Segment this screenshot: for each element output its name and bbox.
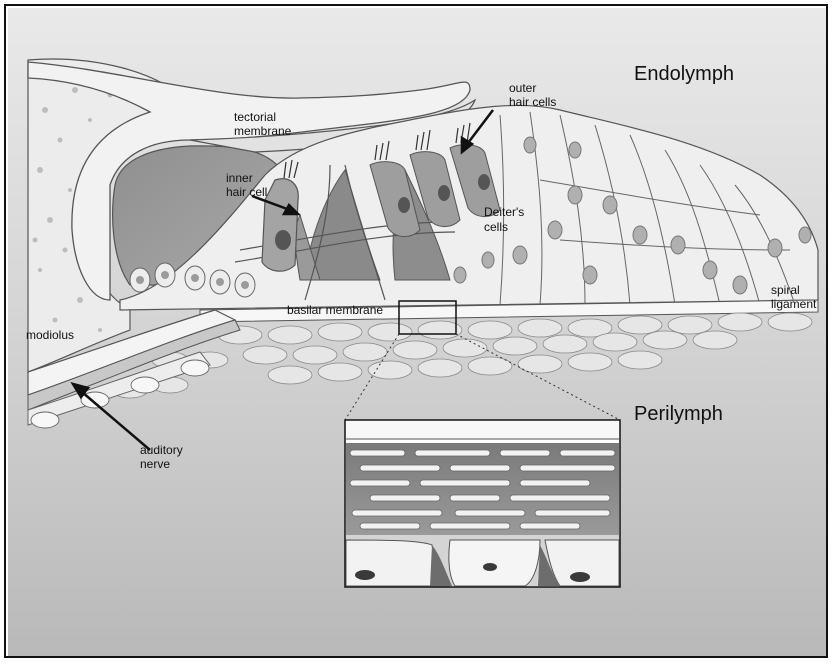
auditory-label-1: auditory: [140, 443, 183, 457]
inner-hair-cell-nucleus: [275, 230, 291, 250]
inner-hair-label-2: hair cell: [226, 185, 267, 199]
basilar-label: basilar membrane: [287, 303, 383, 317]
tectorial-label-1: tectorial: [234, 110, 276, 124]
endolymph-label: Endolymph: [634, 63, 734, 85]
auditory-label-2: nerve: [140, 457, 170, 471]
inset-panel: [345, 420, 620, 587]
perilymph-label: Perilymph: [634, 403, 723, 425]
deiters-label-2: cells: [484, 220, 508, 234]
deiters-label-1: Deiter's: [484, 205, 524, 219]
spiral-label-2: ligament: [771, 297, 817, 311]
tectorial-label-2: membrane: [234, 124, 292, 138]
outer-hair-label-2: hair cells: [509, 95, 556, 109]
spiral-label-1: spiral: [771, 283, 800, 297]
inner-hair-label-1: inner: [226, 171, 253, 185]
outer-hair-label-1: outer: [509, 81, 536, 95]
modiolus-label: modiolus: [26, 328, 74, 342]
